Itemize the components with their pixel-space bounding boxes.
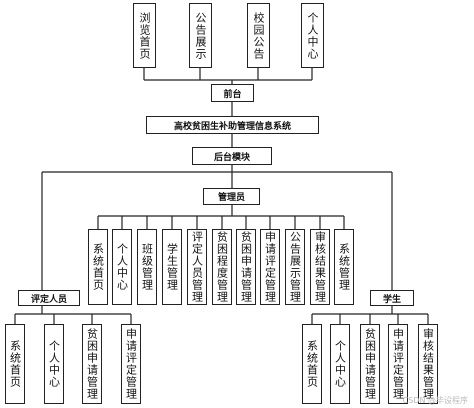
watermark: CSDN @毕设程序 [402,396,468,405]
node-label: 学生 [382,294,401,305]
evaluator-node-application-evaluation-management: 申请评定管理 [121,324,141,404]
admin-node-system-home: 系统首页 [88,229,108,305]
node-label: 后台模块 [213,152,250,163]
node-label: 个人中心 [333,340,347,388]
node-label: 个人中心 [306,11,319,60]
node-label: 班级管理 [140,243,154,291]
node-label: 审核结果管理 [421,328,435,400]
node-label: 审核结果管理 [313,231,327,303]
evaluator-node-poverty-application-management: 贫困申请管理 [82,324,102,404]
student-node-poverty-application-management: 贫困申请管理 [360,324,380,404]
admin-node-student-management: 学生管理 [162,229,182,305]
node-evaluator: 评定人员 [18,290,80,306]
node-personal-center: 个人中心 [301,3,324,68]
node-frontend: 前台 [211,84,254,102]
node-system: 高校贫困生补助管理信息系统 [146,116,319,134]
node-label: 管理员 [217,193,245,203]
node-label: 高校贫困生补助管理信息系统 [173,121,291,132]
student-node-review-result-management: 审核结果管理 [418,324,438,404]
node-label: 系统管理 [337,243,351,291]
admin-node-system-management: 系统管理 [334,229,354,305]
node-backend: 后台模块 [192,147,272,165]
node-label: 贫困程度管理 [215,231,229,303]
node-label: 个人中心 [115,243,129,291]
node-label: 贫困申请管理 [363,328,377,400]
node-student: 学生 [370,290,414,306]
admin-node-application-evaluation-management: 申请评定管理 [260,229,280,305]
node-label: 系统首页 [91,243,105,291]
node-label: 公告展示 [194,11,207,60]
node-label: 浏览首页 [138,11,151,60]
node-label: 系统首页 [305,340,319,388]
node-label: 申请评定管理 [391,328,405,400]
node-label: 申请评定管理 [263,231,277,303]
evaluator-node-personal-center: 个人中心 [44,324,64,404]
student-node-application-evaluation-management: 申请评定管理 [388,324,408,404]
admin-node-notice-display-management: 公告展示管理 [285,229,305,305]
admin-node-review-result-management: 审核结果管理 [310,229,330,305]
node-label: 评定人员 [30,294,67,305]
node-label: 贫困申请管理 [239,231,253,303]
admin-node-class-management: 班级管理 [137,229,157,305]
node-campus-notice: 校园公告 [247,3,270,68]
node-label: 公告展示管理 [288,231,302,303]
admin-node-poverty-level-management: 贫困程度管理 [212,229,232,305]
node-notice-display: 公告展示 [189,3,212,68]
admin-node-poverty-application-management: 贫困申请管理 [236,229,256,305]
node-label: 学生管理 [165,243,179,291]
node-label: 贫困申请管理 [85,328,99,400]
admin-node-personal-center: 个人中心 [112,229,132,305]
student-node-personal-center: 个人中心 [330,324,350,404]
node-label: 申请评定管理 [124,328,138,400]
evaluator-node-system-home: 系统首页 [5,324,25,404]
node-browse-home: 浏览首页 [133,3,156,68]
admin-node-evaluator-management: 评定人员管理 [187,229,207,305]
node-label: 评定人员管理 [190,231,204,303]
student-node-system-home: 系统首页 [302,324,322,404]
node-label: 系统首页 [8,340,22,388]
node-label: 校园公告 [252,11,265,60]
node-label: 前台 [223,89,242,100]
node-label: 个人中心 [47,340,61,388]
node-admin: 管理员 [203,188,260,205]
